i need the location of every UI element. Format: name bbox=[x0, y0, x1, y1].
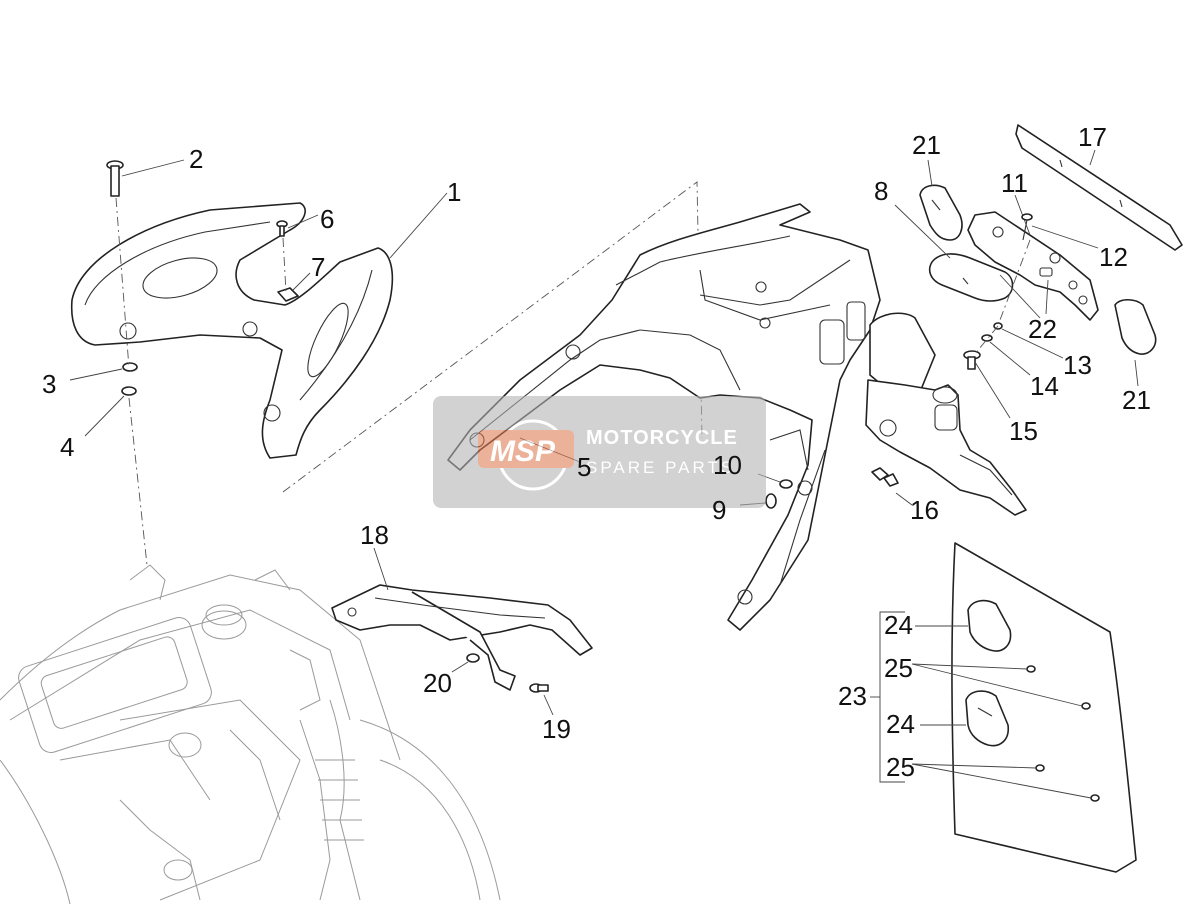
part-12-screw bbox=[1021, 213, 1099, 249]
part-11-plate-bracket bbox=[967, 194, 1099, 321]
callout-13: 13 bbox=[1063, 350, 1092, 380]
callout-23: 23 bbox=[838, 681, 867, 711]
callout-15: 15 bbox=[1009, 416, 1038, 446]
callout-14: 14 bbox=[1030, 371, 1059, 401]
part-13-nut bbox=[993, 322, 1064, 359]
part-2-screw bbox=[106, 159, 185, 197]
part-16-clip bbox=[871, 467, 899, 487]
watermark: MSP MOTORCYCLE SPARE PARTS bbox=[433, 396, 766, 508]
callout-8: 8 bbox=[874, 176, 888, 206]
callout-4: 4 bbox=[60, 432, 74, 462]
part-19-bolt bbox=[529, 683, 554, 716]
callout-11: 11 bbox=[1001, 168, 1028, 198]
part-1-rear-carrier bbox=[70, 192, 448, 459]
callout-7: 7 bbox=[311, 252, 325, 282]
callout-24-upper: 24 bbox=[884, 610, 913, 640]
part-23-bracket-lines bbox=[870, 611, 1092, 799]
watermark-title: MOTORCYCLE bbox=[586, 427, 738, 449]
part-23-reflector-kit bbox=[951, 542, 1137, 873]
callout-20: 20 bbox=[423, 668, 452, 698]
callout-22: 22 bbox=[1028, 314, 1057, 344]
callout-3: 3 bbox=[42, 369, 56, 399]
callout-19: 19 bbox=[542, 714, 571, 744]
callout-25-upper: 25 bbox=[884, 653, 913, 683]
part-4-washer bbox=[84, 386, 137, 437]
callout-labels: 1 2 3 4 5 6 7 8 9 10 11 12 13 14 15 16 1… bbox=[42, 122, 1151, 782]
callout-18: 18 bbox=[360, 520, 389, 550]
callout-25-lower: 25 bbox=[886, 752, 915, 782]
callout-17: 17 bbox=[1078, 122, 1107, 152]
callout-24-lower: 24 bbox=[886, 709, 915, 739]
part-10-washer bbox=[757, 473, 793, 489]
scooter-frame-outline bbox=[0, 564, 501, 904]
part-21-pad-lower bbox=[1114, 298, 1157, 387]
part-6-small-screw bbox=[276, 214, 319, 237]
watermark-logo: MSP bbox=[490, 435, 556, 468]
callout-16: 16 bbox=[910, 495, 939, 525]
callout-1: 1 bbox=[447, 177, 461, 207]
callout-5: 5 bbox=[577, 452, 591, 482]
callout-2: 2 bbox=[189, 144, 203, 174]
callout-12: 12 bbox=[1099, 242, 1128, 272]
part-3-washer bbox=[69, 362, 138, 381]
part-15-bolt bbox=[963, 350, 1011, 419]
watermark-logo-box bbox=[478, 430, 574, 468]
part-8-reflector bbox=[894, 204, 1014, 302]
part-14-washer bbox=[981, 334, 1031, 376]
license-plate-holder bbox=[865, 312, 1027, 516]
part-21-pad-upper bbox=[919, 159, 963, 241]
watermark-subtitle: SPARE PARTS bbox=[586, 458, 735, 477]
part-18-bracket bbox=[331, 547, 593, 691]
part-20-nut bbox=[451, 653, 480, 673]
callout-9: 9 bbox=[712, 495, 726, 525]
callout-10: 10 bbox=[713, 450, 742, 480]
callout-21-upper: 21 bbox=[912, 130, 941, 160]
callout-21-lower: 21 bbox=[1122, 385, 1151, 415]
callout-6: 6 bbox=[320, 204, 334, 234]
part-17-license-plate bbox=[1015, 124, 1183, 251]
